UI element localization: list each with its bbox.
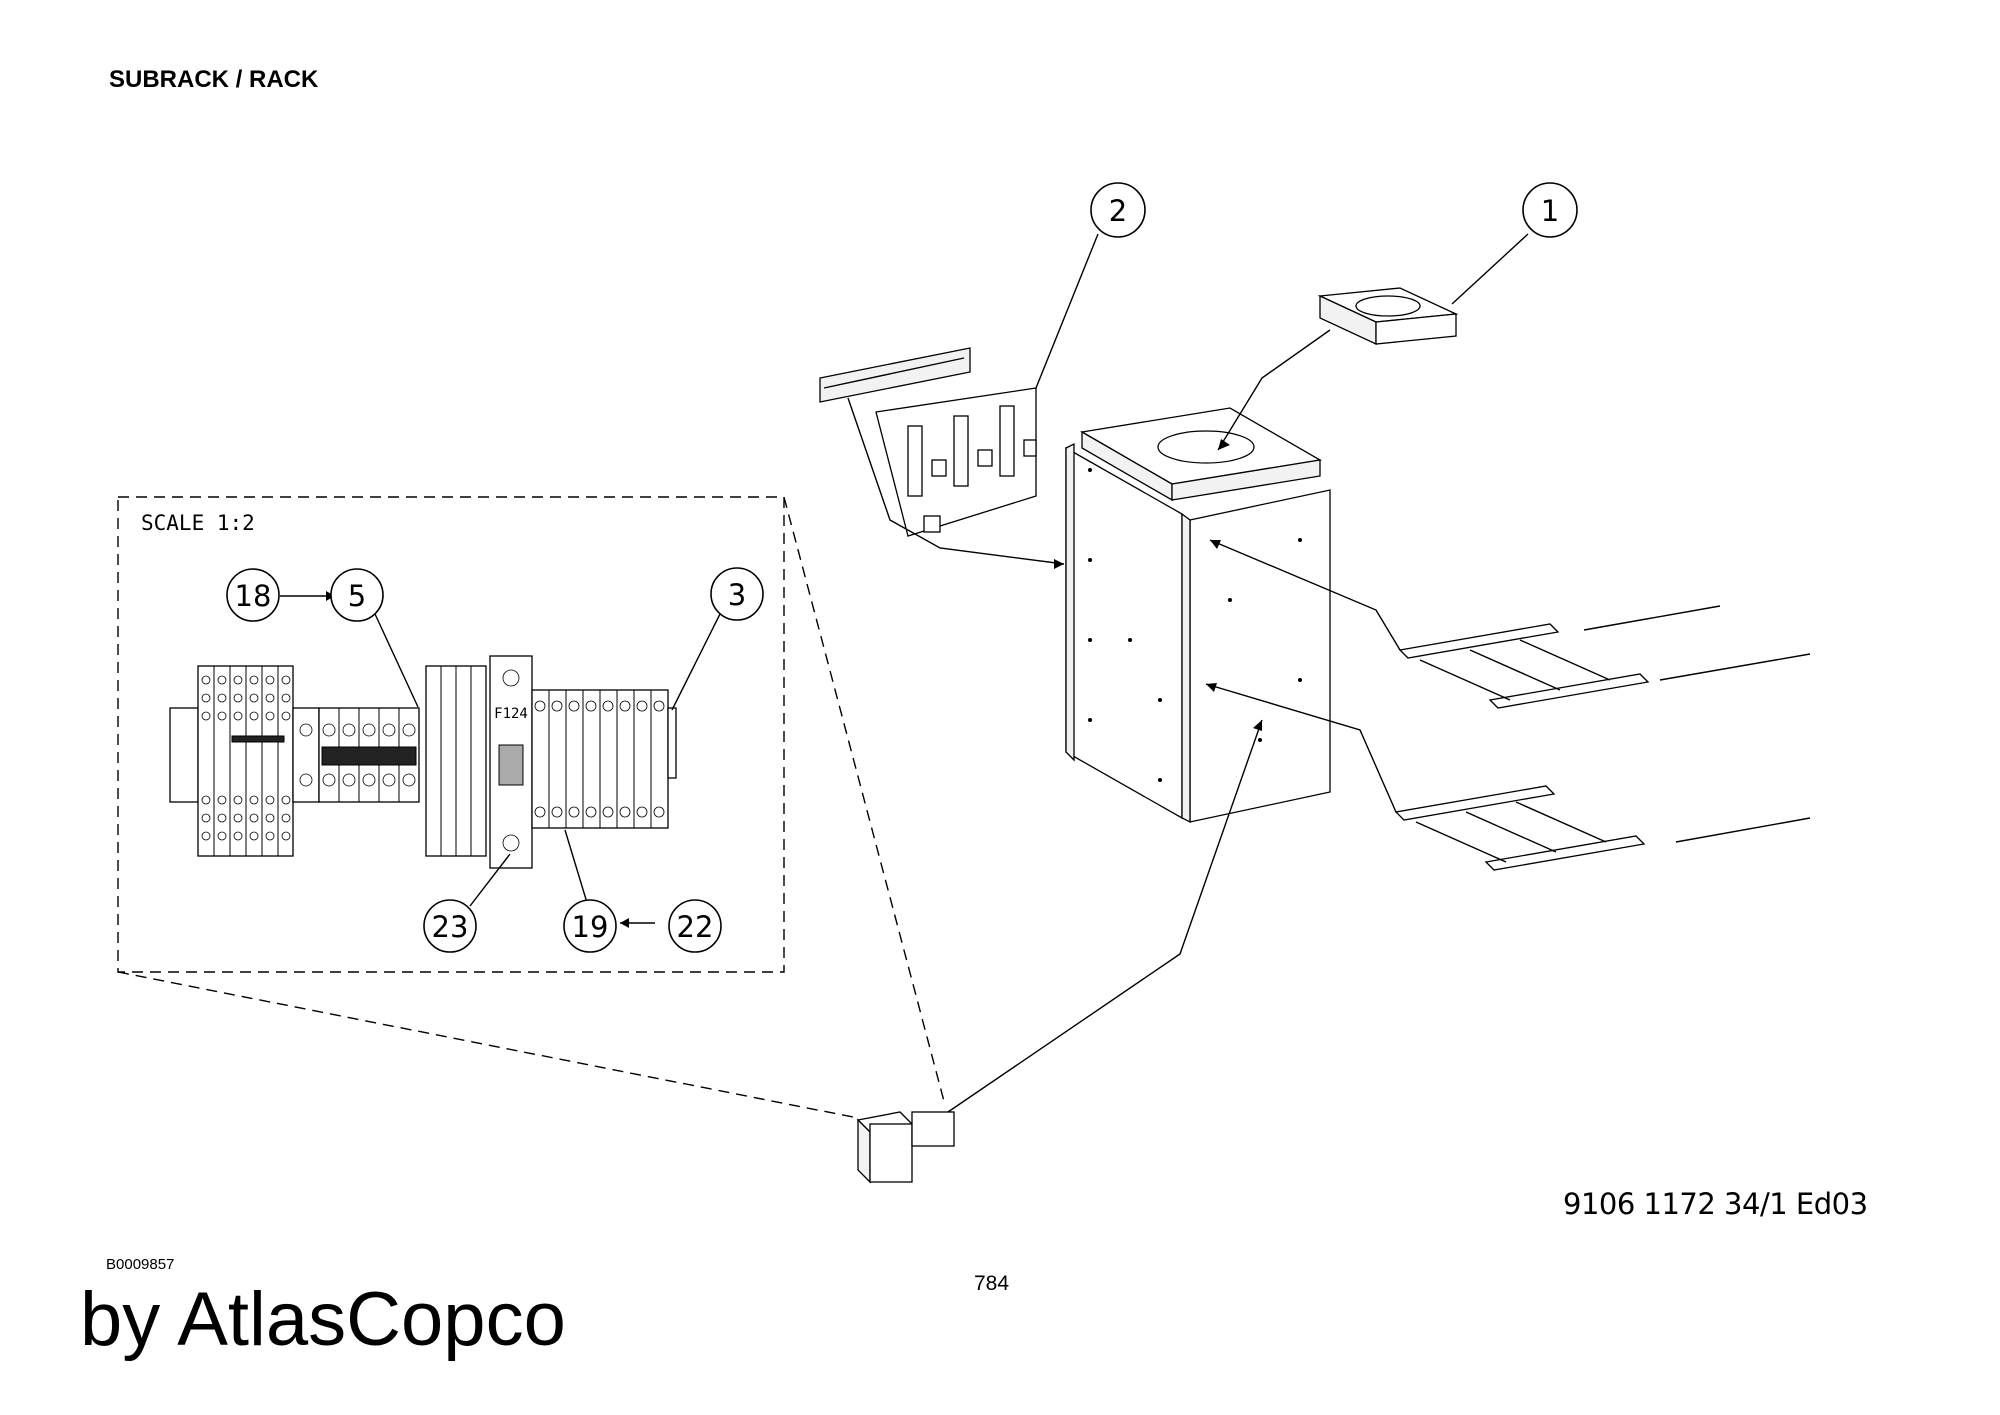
- page-title: SUBRACK / RACK: [109, 66, 319, 93]
- svg-text:2: 2: [1109, 194, 1127, 228]
- shelf-lower: [1394, 785, 1811, 871]
- callout-5: 5: [330, 568, 384, 622]
- page-number: 784: [974, 1272, 1010, 1295]
- svg-text:5: 5: [348, 579, 366, 613]
- detail-leader-lower: [117, 971, 859, 1119]
- detail-frame: [117, 496, 785, 973]
- detail-leader-upper: [783, 496, 946, 1106]
- drawing-id: B0009857: [106, 1256, 175, 1273]
- svg-text:19: 19: [572, 910, 609, 944]
- shelf-upper: [1398, 605, 1811, 709]
- scale-label: SCALE 1:2: [141, 511, 255, 535]
- fan-unit: [1317, 287, 1459, 346]
- detail-view: SCALE 1:2: [117, 496, 946, 1119]
- part-number: 9106 1172 34/1 Ed03: [1563, 1187, 1868, 1221]
- circuit-board: [819, 347, 1037, 537]
- callout-22: 22: [668, 899, 722, 953]
- rack-assembly: [1065, 407, 1331, 824]
- svg-text:23: 23: [432, 910, 469, 944]
- svg-text:3: 3: [728, 578, 746, 612]
- svg-text:22: 22: [677, 910, 714, 944]
- terminal-strip: F124: [169, 655, 677, 869]
- brand-name: by AtlasCopco: [80, 1277, 566, 1362]
- callout-3: 3: [710, 567, 764, 621]
- callout-1: 1: [1522, 182, 1578, 238]
- terminal-block-component: [856, 1111, 955, 1184]
- callout-23: 23: [423, 899, 477, 953]
- callout-19: 19: [563, 899, 617, 953]
- svg-text:1: 1: [1541, 194, 1559, 228]
- callout-18: 18: [226, 568, 280, 622]
- fuse-label: F124: [494, 706, 528, 722]
- svg-text:18: 18: [235, 579, 272, 613]
- callout-2: 2: [1090, 182, 1146, 238]
